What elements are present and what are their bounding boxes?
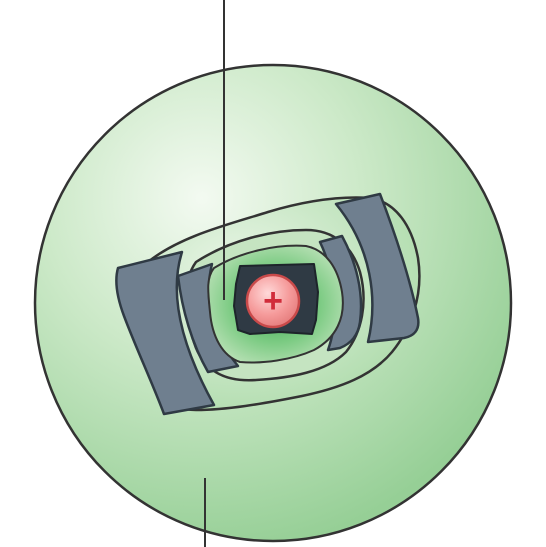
ion-charge-sign: + <box>263 282 283 320</box>
